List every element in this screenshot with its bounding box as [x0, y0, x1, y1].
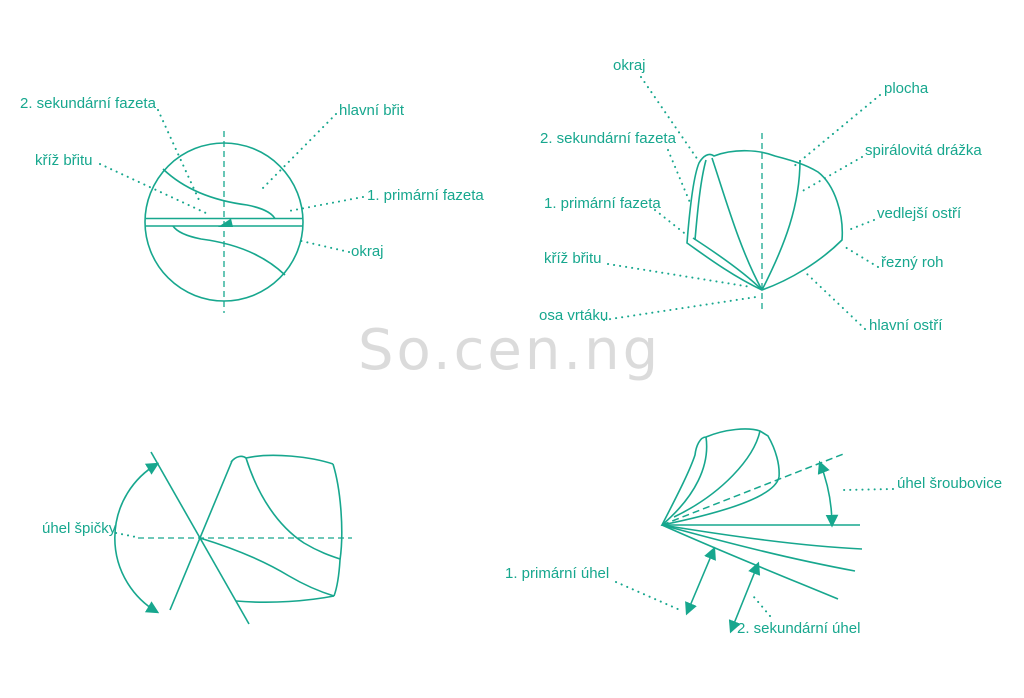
label-main-lip-endview: hlavní břit: [339, 102, 405, 119]
point-angle-arc: [114, 462, 160, 614]
flute-curve-lower: [172, 225, 286, 276]
label-chisel-edge-tipview: kříž břitu: [544, 250, 602, 267]
flute-curve-upper: [162, 168, 276, 219]
watermark: So.cen.ng: [358, 318, 662, 383]
label-main-edge-tipview: hlavní ostří: [869, 317, 943, 334]
tip-outline: [686, 149, 844, 291]
label-face-tipview: plocha: [884, 80, 929, 97]
label-secondary-angle: 2. sekundární úhel: [737, 620, 861, 637]
helix-dashed-line: [661, 452, 847, 526]
label-primary-facet-tipview: 1. primární fazeta: [544, 195, 661, 212]
flute-land-boundary: [761, 159, 801, 291]
label-margin-tipview: okraj: [613, 57, 646, 74]
leader-line: [667, 149, 692, 206]
flute-curve-1: [245, 457, 341, 560]
leader-line: [792, 94, 881, 168]
leader-line: [115, 532, 137, 538]
leader-line: [844, 246, 879, 268]
tip-flute-line-1: [661, 436, 708, 526]
label-point-angle: úhel špičky: [42, 520, 117, 537]
leader-line: [654, 209, 689, 237]
label-helix-angle: úhel šroubovice: [897, 475, 1003, 492]
label-drill-axis-tipview: osa vrtáku: [539, 307, 609, 324]
secondary-facet-line: [694, 159, 707, 241]
chisel-edge-marker: [218, 218, 233, 227]
tip-body-outline: [660, 428, 780, 527]
leader-line: [805, 272, 866, 330]
drill-tip-drawing: [686, 133, 844, 312]
primary-angle-arrow: [685, 546, 716, 616]
leader-line: [288, 196, 364, 212]
flank-line-1: [661, 524, 863, 550]
flank-line-2: [661, 524, 856, 572]
flute-curve-2: [199, 537, 335, 597]
helix-angle-arc: [817, 460, 839, 528]
tip-flute-line-2: [673, 430, 761, 518]
secondary-angle-arrow: [728, 561, 761, 634]
leader-line: [607, 263, 752, 288]
leader-line: [840, 488, 894, 491]
body-bottom-edge: [235, 595, 335, 603]
leader-line: [157, 109, 200, 201]
label-chisel-edge-endview: kříž břitu: [35, 152, 93, 169]
leader-line: [615, 581, 681, 611]
label-primary-facet-endview: 1. primární fazeta: [367, 187, 484, 204]
leader-line: [798, 156, 863, 194]
label-margin-endview: okraj: [351, 243, 384, 260]
leader-lines: [99, 76, 894, 617]
label-secondary-facet-tipview: 2. sekundární fazeta: [540, 130, 676, 147]
leader-line: [258, 113, 337, 193]
leader-line: [753, 596, 771, 617]
body-right-edge: [332, 463, 343, 597]
label-cutting-corner-tipview: řezný roh: [881, 254, 944, 271]
flute-spiral-line: [711, 157, 763, 291]
leader-line: [603, 296, 757, 321]
edge-extension-line-2: [169, 460, 233, 611]
leader-line: [296, 239, 350, 253]
label-primary-angle: 1. primární úhel: [505, 565, 610, 582]
label-minor-edge-tipview: vedlejší ostří: [877, 205, 962, 222]
drill-end-view-drawing: [144, 131, 304, 313]
point-angle-drawing: [114, 451, 352, 625]
label-secondary-facet-endview: 2. sekundární fazeta: [20, 95, 156, 112]
clearance-angles-drawing: [660, 428, 863, 634]
leader-line: [845, 219, 875, 232]
label-helical-flute-tipview: spirálovitá drážka: [865, 142, 982, 159]
primary-facet-line: [692, 237, 763, 291]
